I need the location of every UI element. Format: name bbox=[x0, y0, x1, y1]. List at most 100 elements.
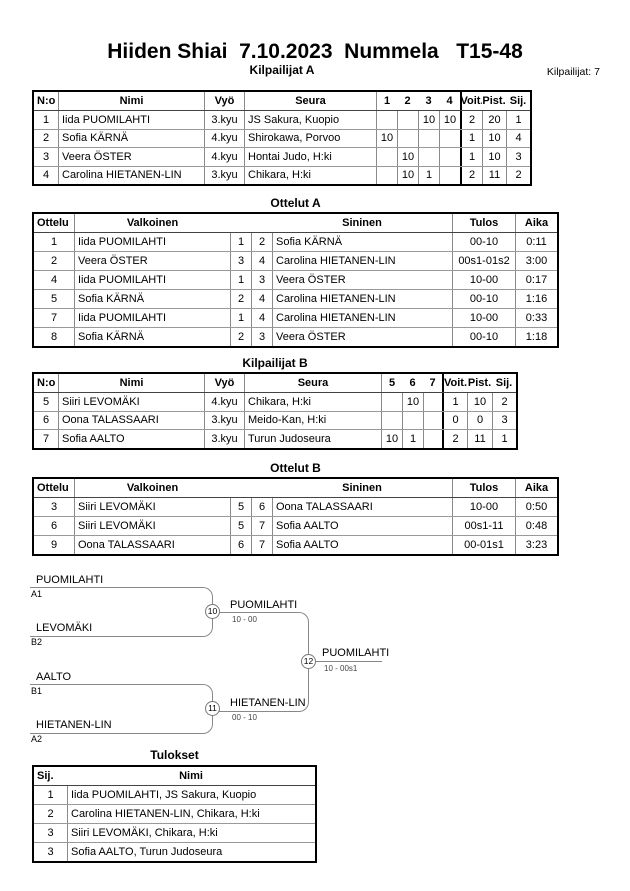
table-cell: Carolina HIETANEN-LIN bbox=[272, 252, 452, 270]
table-cell: 3 bbox=[251, 271, 272, 289]
header-cell: 3 bbox=[425, 95, 432, 107]
bracket-score: 10 - 00s1 bbox=[324, 664, 358, 673]
table-cell: Iida PUOMILAHTI bbox=[74, 271, 230, 289]
table-cell: Oona TALASSAARI bbox=[74, 536, 230, 554]
section-title-matches-a: Ottelut A bbox=[270, 196, 321, 210]
table-cell: 6 bbox=[251, 498, 272, 516]
table-cell: 10 bbox=[376, 129, 397, 147]
match-number-badge: 11 bbox=[205, 701, 220, 716]
table-cell: Iida PUOMILAHTI bbox=[58, 111, 204, 129]
header-cell: Sij. bbox=[37, 770, 54, 782]
bracket-winner-name: PUOMILAHTI bbox=[230, 599, 298, 611]
table-cell: Hontai Judo, H:ki bbox=[244, 148, 376, 166]
table-cell bbox=[423, 411, 442, 429]
table-cell: 6 bbox=[230, 536, 251, 554]
table-cell: 4.kyu bbox=[204, 148, 244, 166]
header-cell bbox=[230, 214, 251, 232]
table-cell: 7 bbox=[251, 536, 272, 554]
header-cell: 6 bbox=[409, 377, 416, 389]
page-title: Hiiden Shiai 7.10.2023 Nummela T15-48 bbox=[107, 40, 523, 63]
header-cell: Seura bbox=[244, 92, 376, 110]
table-cell: Siiri LEVOMÄKI bbox=[74, 517, 230, 535]
table-cell: 2 bbox=[251, 233, 272, 251]
table-cell: 2 bbox=[230, 328, 251, 346]
header-cell: Voit. bbox=[442, 374, 467, 392]
table-cell: 0:48 bbox=[515, 517, 557, 535]
table-cell bbox=[381, 411, 402, 429]
table-cell: 3:23 bbox=[515, 536, 557, 554]
table-cell: 0:50 bbox=[515, 498, 557, 516]
table-cell: 3.kyu bbox=[204, 411, 244, 429]
table-cell: Meido-Kan, H:ki bbox=[244, 411, 381, 429]
bracket-seed: B2 bbox=[31, 637, 43, 647]
bracket-score: 10 - 00 bbox=[232, 615, 257, 624]
table-cell: 1 bbox=[460, 148, 482, 166]
bracket-score: 00 - 10 bbox=[232, 713, 257, 722]
table-cell bbox=[418, 148, 439, 166]
table-cell: 2 bbox=[47, 808, 54, 820]
table-cell: 5 bbox=[230, 498, 251, 516]
table-cell: 0:33 bbox=[515, 309, 557, 327]
bracket-seed: A2 bbox=[31, 734, 43, 744]
header-cell: Nimi bbox=[58, 374, 204, 392]
header-cell: Sij. bbox=[495, 377, 513, 389]
table-cell: 4.kyu bbox=[204, 129, 244, 147]
bracket-connector-sf2 bbox=[30, 684, 213, 734]
table-cell bbox=[381, 393, 402, 411]
table-cell: 1 bbox=[442, 393, 467, 411]
table-cell: 1 bbox=[402, 430, 423, 448]
table-cell bbox=[439, 129, 460, 147]
table-cell: Chikara, H:ki bbox=[244, 166, 376, 184]
section-title-pool-b: Kilpailijat B bbox=[242, 356, 308, 370]
table-cell: 10-00 bbox=[452, 498, 515, 516]
table-cell: JS Sakura, Kuopio bbox=[244, 111, 376, 129]
table-cell: 10-00 bbox=[452, 271, 515, 289]
header-cell: 4 bbox=[446, 95, 453, 107]
section-title-pool-a: Kilpailijat A bbox=[249, 63, 315, 77]
table-cell: 2 bbox=[492, 393, 516, 411]
table-cell: 6 bbox=[50, 520, 58, 532]
table-cell: 11 bbox=[467, 430, 492, 448]
table-cell: 7 bbox=[42, 432, 50, 445]
table-cell: 1 bbox=[50, 236, 58, 248]
table-cell: 1 bbox=[418, 166, 439, 184]
header-cell bbox=[251, 214, 272, 232]
table-cell: 2 bbox=[230, 290, 251, 308]
table-cell bbox=[423, 393, 442, 411]
header-cell: N:o bbox=[37, 377, 56, 389]
table-cell: 1 bbox=[492, 430, 516, 448]
table-cell: Turun Judoseura bbox=[244, 430, 381, 448]
header-cell: Vyö bbox=[204, 374, 244, 392]
table-cell bbox=[439, 166, 460, 184]
bracket-player-name: HIETANEN-LIN bbox=[36, 719, 112, 731]
table-cell: Sofia AALTO bbox=[272, 517, 452, 535]
table-cell: 5 bbox=[230, 517, 251, 535]
table-cell: 10 bbox=[467, 393, 492, 411]
table-header-row: Sij.Nimi bbox=[34, 767, 315, 786]
table-cell: Sofia AALTO, Turun Judoseura bbox=[67, 843, 315, 861]
header-cell: Pist. bbox=[482, 95, 506, 107]
table-cell: 11 bbox=[482, 166, 506, 184]
table-cell bbox=[376, 148, 397, 166]
table-cell: 10 bbox=[381, 430, 402, 448]
table-cell: Chikara, H:ki bbox=[244, 393, 381, 411]
table-cell: Sofia KÄRNÄ bbox=[58, 129, 204, 147]
table-cell bbox=[397, 111, 418, 129]
table-cell: 9 bbox=[50, 539, 58, 551]
table-cell: 00-01s1 bbox=[452, 536, 515, 554]
table-cell: Iida PUOMILAHTI bbox=[74, 233, 230, 251]
table-cell: 1 bbox=[230, 309, 251, 327]
